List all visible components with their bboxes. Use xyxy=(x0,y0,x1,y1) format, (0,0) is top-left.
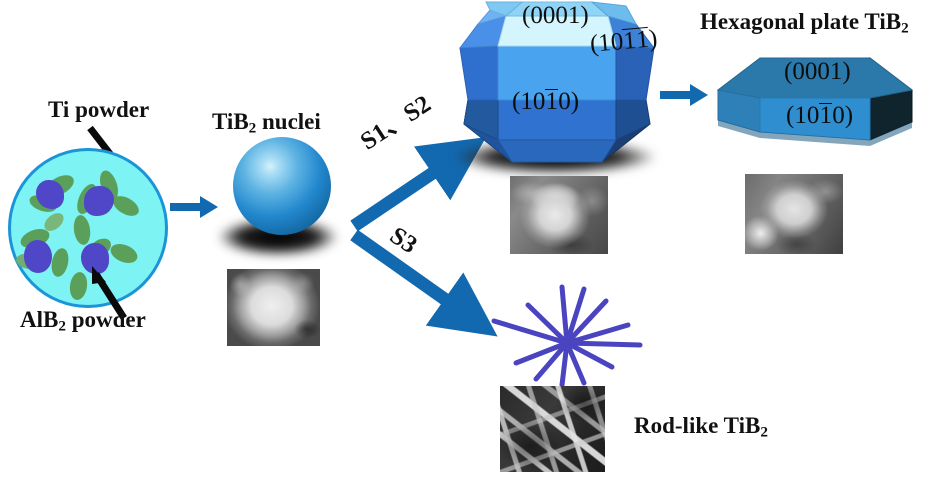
arrow-polyhedron-to-plate xyxy=(660,84,708,106)
alb2-particle xyxy=(81,243,109,274)
rod-like-star-cluster xyxy=(491,284,643,388)
plate-facet-label-prism: (1010) xyxy=(786,102,854,129)
alb2-particle xyxy=(24,240,52,273)
sem-hexagonal-platelet xyxy=(745,174,843,254)
arrow-step-s1-s2 xyxy=(350,137,487,232)
sem-nucleus-particle xyxy=(227,269,320,346)
rod-like-label: Rod-like TiB2 xyxy=(634,413,768,441)
facet-label-prism: (1010) xyxy=(512,88,580,115)
tib2-nucleus-sphere xyxy=(233,137,331,235)
facet-label-basal: (0001) xyxy=(522,2,589,29)
tib2-nuclei-label: TiB2 nuclei xyxy=(212,109,321,137)
facet-label-pyramidal: (1011) xyxy=(588,25,659,58)
arrow-step-s3 xyxy=(350,229,498,337)
sem-polyhedral-crystal xyxy=(510,176,608,254)
alb2-powder-label: AlB2 powder xyxy=(20,307,146,335)
hexagonal-plate-tib2 xyxy=(716,56,914,146)
plate-facet-label-basal: (0001) xyxy=(784,58,851,85)
alb2-particle xyxy=(84,186,114,216)
ti-powder-label: Ti powder xyxy=(48,97,150,122)
alb2-powder-pointer xyxy=(92,266,127,320)
alb2-particle xyxy=(36,180,64,209)
arrow-mixture-to-nucleus xyxy=(170,196,218,218)
polyhedral-tib2-crystal xyxy=(458,1,656,163)
hexagonal-plate-label: Hexagonal plate TiB2 xyxy=(700,9,909,37)
sem-rod-whiskers xyxy=(500,386,605,472)
